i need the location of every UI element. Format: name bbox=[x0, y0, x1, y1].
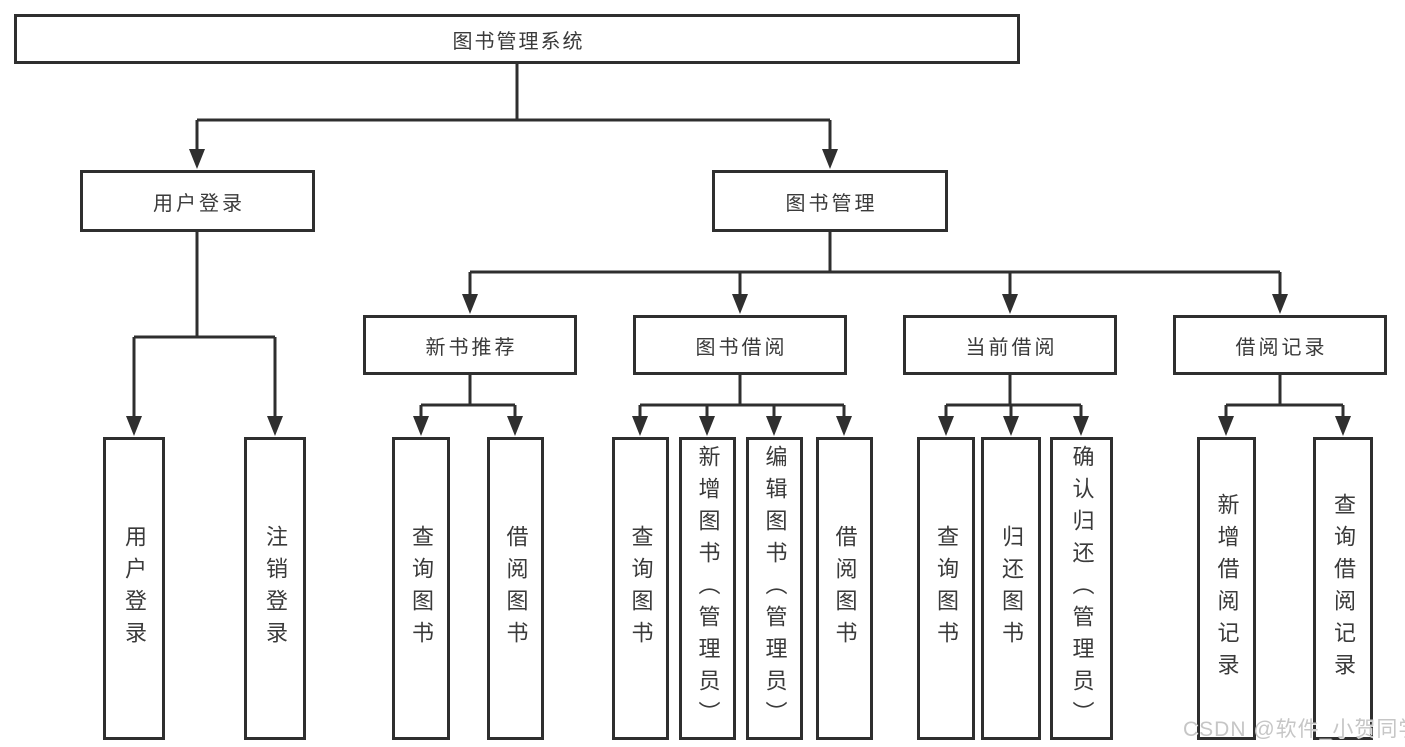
node-label: 新增借阅记录 bbox=[1214, 492, 1240, 685]
node-book-borrowing: 图书借阅 bbox=[633, 315, 847, 375]
leaf-add-borrow-record: 新增借阅记录 bbox=[1197, 437, 1256, 740]
node-label: 查询图书 bbox=[628, 524, 654, 653]
leaf-confirm-return-admin: 确认归还（管理员） bbox=[1050, 437, 1113, 740]
node-label: 借阅图书 bbox=[832, 524, 858, 653]
leaf-query-books-recommend: 查询图书 bbox=[392, 437, 450, 740]
leaf-borrow-books-recommend: 借阅图书 bbox=[487, 437, 544, 740]
leaf-add-books-admin: 新增图书（管理员） bbox=[679, 437, 736, 740]
leaf-return-books: 归还图书 bbox=[981, 437, 1041, 740]
node-label: 图书管理系统 bbox=[452, 30, 585, 53]
node-label: 确认归还（管理员） bbox=[1069, 444, 1095, 733]
leaf-query-books-current: 查询图书 bbox=[917, 437, 975, 740]
node-current-borrowing: 当前借阅 bbox=[903, 315, 1117, 375]
node-label: 用户登录 bbox=[122, 524, 147, 653]
node-label: 图书借阅 bbox=[695, 336, 788, 359]
leaf-logout: 注销登录 bbox=[244, 437, 306, 740]
node-new-book-recommendation: 新书推荐 bbox=[363, 315, 577, 375]
node-label: 用户登录 bbox=[153, 192, 245, 215]
node-label: 借阅图书 bbox=[503, 524, 529, 653]
node-book-management: 图书管理 bbox=[712, 170, 948, 232]
node-label: 归还图书 bbox=[999, 524, 1024, 653]
node-borrowing-records: 借阅记录 bbox=[1173, 315, 1387, 375]
leaf-edit-books-admin: 编辑图书（管理员） bbox=[746, 437, 803, 740]
leaf-query-borrow-record: 查询借阅记录 bbox=[1313, 437, 1373, 740]
node-label: 借阅记录 bbox=[1235, 336, 1328, 359]
connector-arrowheads bbox=[126, 149, 1351, 436]
node-label: 新书推荐 bbox=[425, 336, 518, 359]
node-label: 编辑图书（管理员） bbox=[762, 444, 788, 733]
node-label: 查询图书 bbox=[934, 524, 959, 653]
node-user-login: 用户登录 bbox=[80, 170, 315, 232]
node-label: 查询借阅记录 bbox=[1331, 492, 1356, 685]
node-label: 图书管理 bbox=[785, 192, 878, 215]
node-label: 当前借阅 bbox=[965, 336, 1058, 359]
connector-paths bbox=[132, 64, 1345, 417]
node-label: 查询图书 bbox=[409, 524, 434, 653]
leaf-borrow-books: 借阅图书 bbox=[816, 437, 873, 740]
node-label: 注销登录 bbox=[263, 524, 288, 653]
leaf-user-login: 用户登录 bbox=[103, 437, 165, 740]
node-library-management-system: 图书管理系统 bbox=[14, 14, 1020, 64]
node-label: 新增图书（管理员） bbox=[695, 444, 721, 733]
leaf-query-books-borrow: 查询图书 bbox=[612, 437, 669, 740]
csdn-watermark: CSDN @软件_小贺同学 bbox=[1183, 718, 1405, 741]
